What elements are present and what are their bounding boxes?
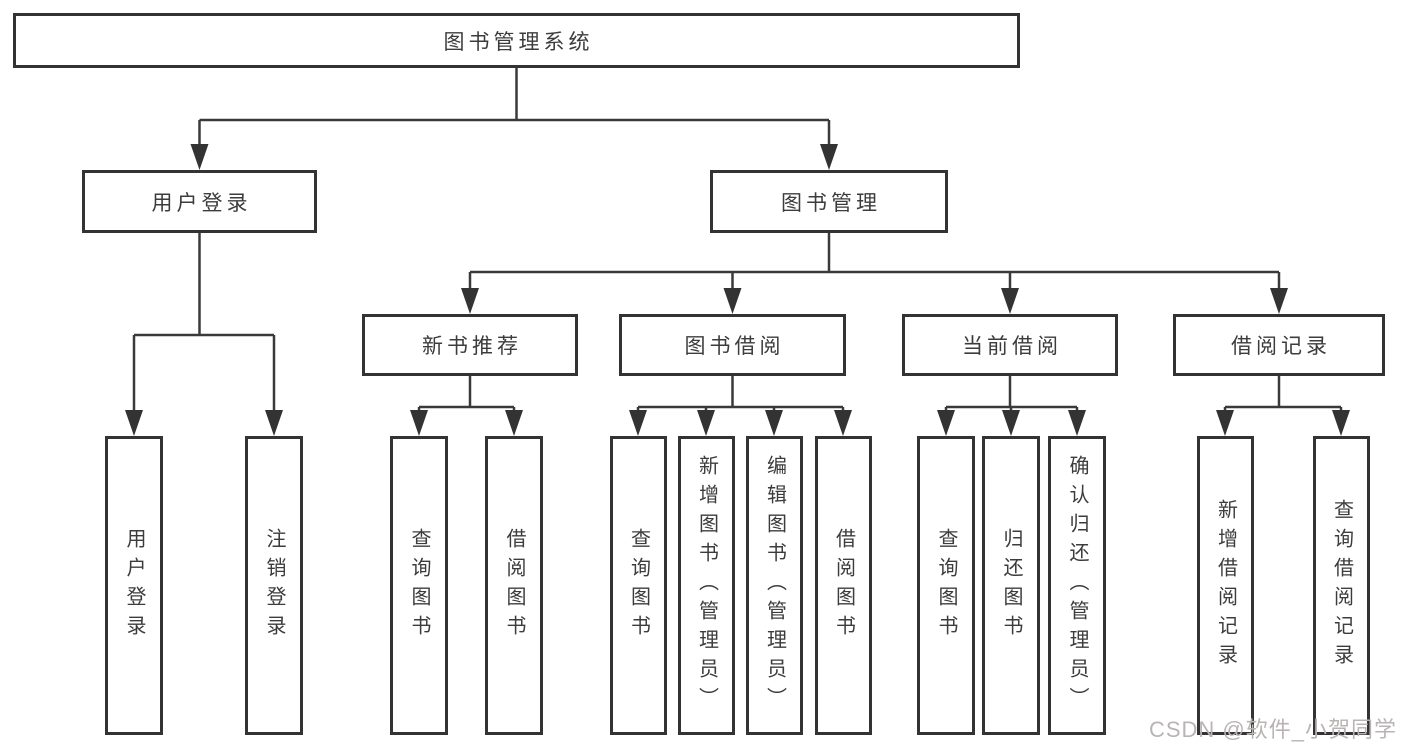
leaf-return-books: 归还图书	[982, 436, 1040, 735]
edge-borrowing-to-leaves	[636, 376, 845, 425]
leaf-user-login-label: 用户登录	[123, 527, 145, 644]
arrow-down-icon	[190, 144, 209, 170]
leaf-add-book-admin: 新增图书（管理员）	[678, 436, 735, 735]
leaf-query-books-recommend: 查询图书	[390, 436, 448, 735]
leaf-borrow-books-recommend-label: 借阅图书	[503, 527, 525, 644]
arrow-down-icon	[265, 410, 283, 436]
leaf-add-book-admin-label: 新增图书（管理员）	[695, 455, 718, 716]
node-book-management: 图书管理	[710, 170, 948, 233]
arrow-down-icon	[410, 410, 428, 436]
leaf-query-borrow-record: 查询借阅记录	[1313, 436, 1370, 735]
arrow-down-icon	[629, 410, 647, 436]
node-user-login-label: 用户登录	[151, 191, 252, 215]
csdn-watermark-text: CSDN @软件_小贺同学	[1148, 717, 1397, 742]
edge-bookmgmt-to-level3	[468, 233, 1281, 305]
edge-records-to-leaves	[1223, 376, 1343, 425]
leaf-query-books-current-label: 查询图书	[935, 527, 957, 644]
leaf-confirm-return-admin-label: 确认归还（管理员）	[1066, 455, 1088, 716]
leaf-query-books-current: 查询图书	[917, 436, 975, 735]
leaf-query-borrow-record-label: 查询借阅记录	[1330, 498, 1353, 673]
node-new-book-recommend-label: 新书推荐	[422, 335, 522, 358]
csdn-watermark: CSDN @软件_小贺同学	[1149, 712, 1397, 744]
leaf-borrow-books-borrowing-label: 借阅图书	[832, 527, 855, 644]
node-new-book-recommend: 新书推荐	[362, 314, 578, 376]
node-borrowing-records: 借阅记录	[1173, 314, 1385, 376]
leaf-logout: 注销登录	[245, 436, 303, 735]
arrow-down-icon	[834, 410, 852, 436]
node-current-borrowing: 当前借阅	[902, 314, 1118, 376]
arrow-down-icon	[723, 288, 742, 314]
leaf-query-books-recommend-label: 查询图书	[408, 527, 430, 644]
leaf-borrow-books-recommend: 借阅图书	[485, 436, 543, 735]
leaf-return-books-label: 归还图书	[1000, 527, 1022, 644]
leaf-add-borrow-record: 新增借阅记录	[1197, 436, 1254, 735]
leaf-user-login: 用户登录	[105, 436, 163, 735]
arrowheads	[125, 144, 1350, 436]
leaf-edit-book-admin-label: 编辑图书（管理员）	[763, 455, 786, 716]
arrow-down-icon	[1001, 288, 1019, 314]
arrow-down-icon	[1332, 410, 1350, 436]
node-borrowing-records-label: 借阅记录	[1231, 335, 1331, 358]
leaf-add-borrow-record-label: 新增借阅记录	[1214, 498, 1237, 673]
node-book-borrowing-label: 图书借阅	[684, 335, 785, 358]
node-library-system: 图书管理系统	[13, 13, 1020, 68]
node-current-borrowing-label: 当前借阅	[962, 335, 1062, 358]
leaf-logout-label: 注销登录	[263, 527, 285, 644]
leaf-query-books-borrowing: 查询图书	[610, 436, 667, 735]
arrow-down-icon	[1002, 410, 1020, 436]
edge-newbook-to-leaves	[417, 376, 516, 425]
arrow-down-icon	[765, 410, 783, 436]
arrow-down-icon	[461, 288, 479, 314]
node-user-login: 用户登录	[82, 170, 317, 233]
arrow-down-icon	[937, 410, 955, 436]
arrow-down-icon	[1068, 410, 1086, 436]
arrow-down-icon	[125, 410, 143, 436]
edge-userlogin-to-leaves	[132, 233, 276, 425]
arrow-down-icon	[505, 410, 523, 436]
arrow-down-icon	[697, 410, 715, 436]
leaf-confirm-return-admin: 确认归还（管理员）	[1048, 436, 1106, 735]
node-library-system-label: 图书管理系统	[443, 30, 594, 54]
arrow-down-icon	[1270, 288, 1288, 314]
node-book-management-label: 图书管理	[781, 191, 881, 215]
node-book-borrowing: 图书借阅	[619, 314, 846, 376]
edge-root-to-level2	[198, 68, 831, 160]
leaf-query-books-borrowing-label: 查询图书	[627, 527, 650, 644]
leaf-borrow-books-borrowing: 借阅图书	[815, 436, 872, 735]
arrow-down-icon	[1216, 410, 1234, 436]
arrow-down-icon	[820, 144, 838, 170]
leaf-edit-book-admin: 编辑图书（管理员）	[746, 436, 803, 735]
